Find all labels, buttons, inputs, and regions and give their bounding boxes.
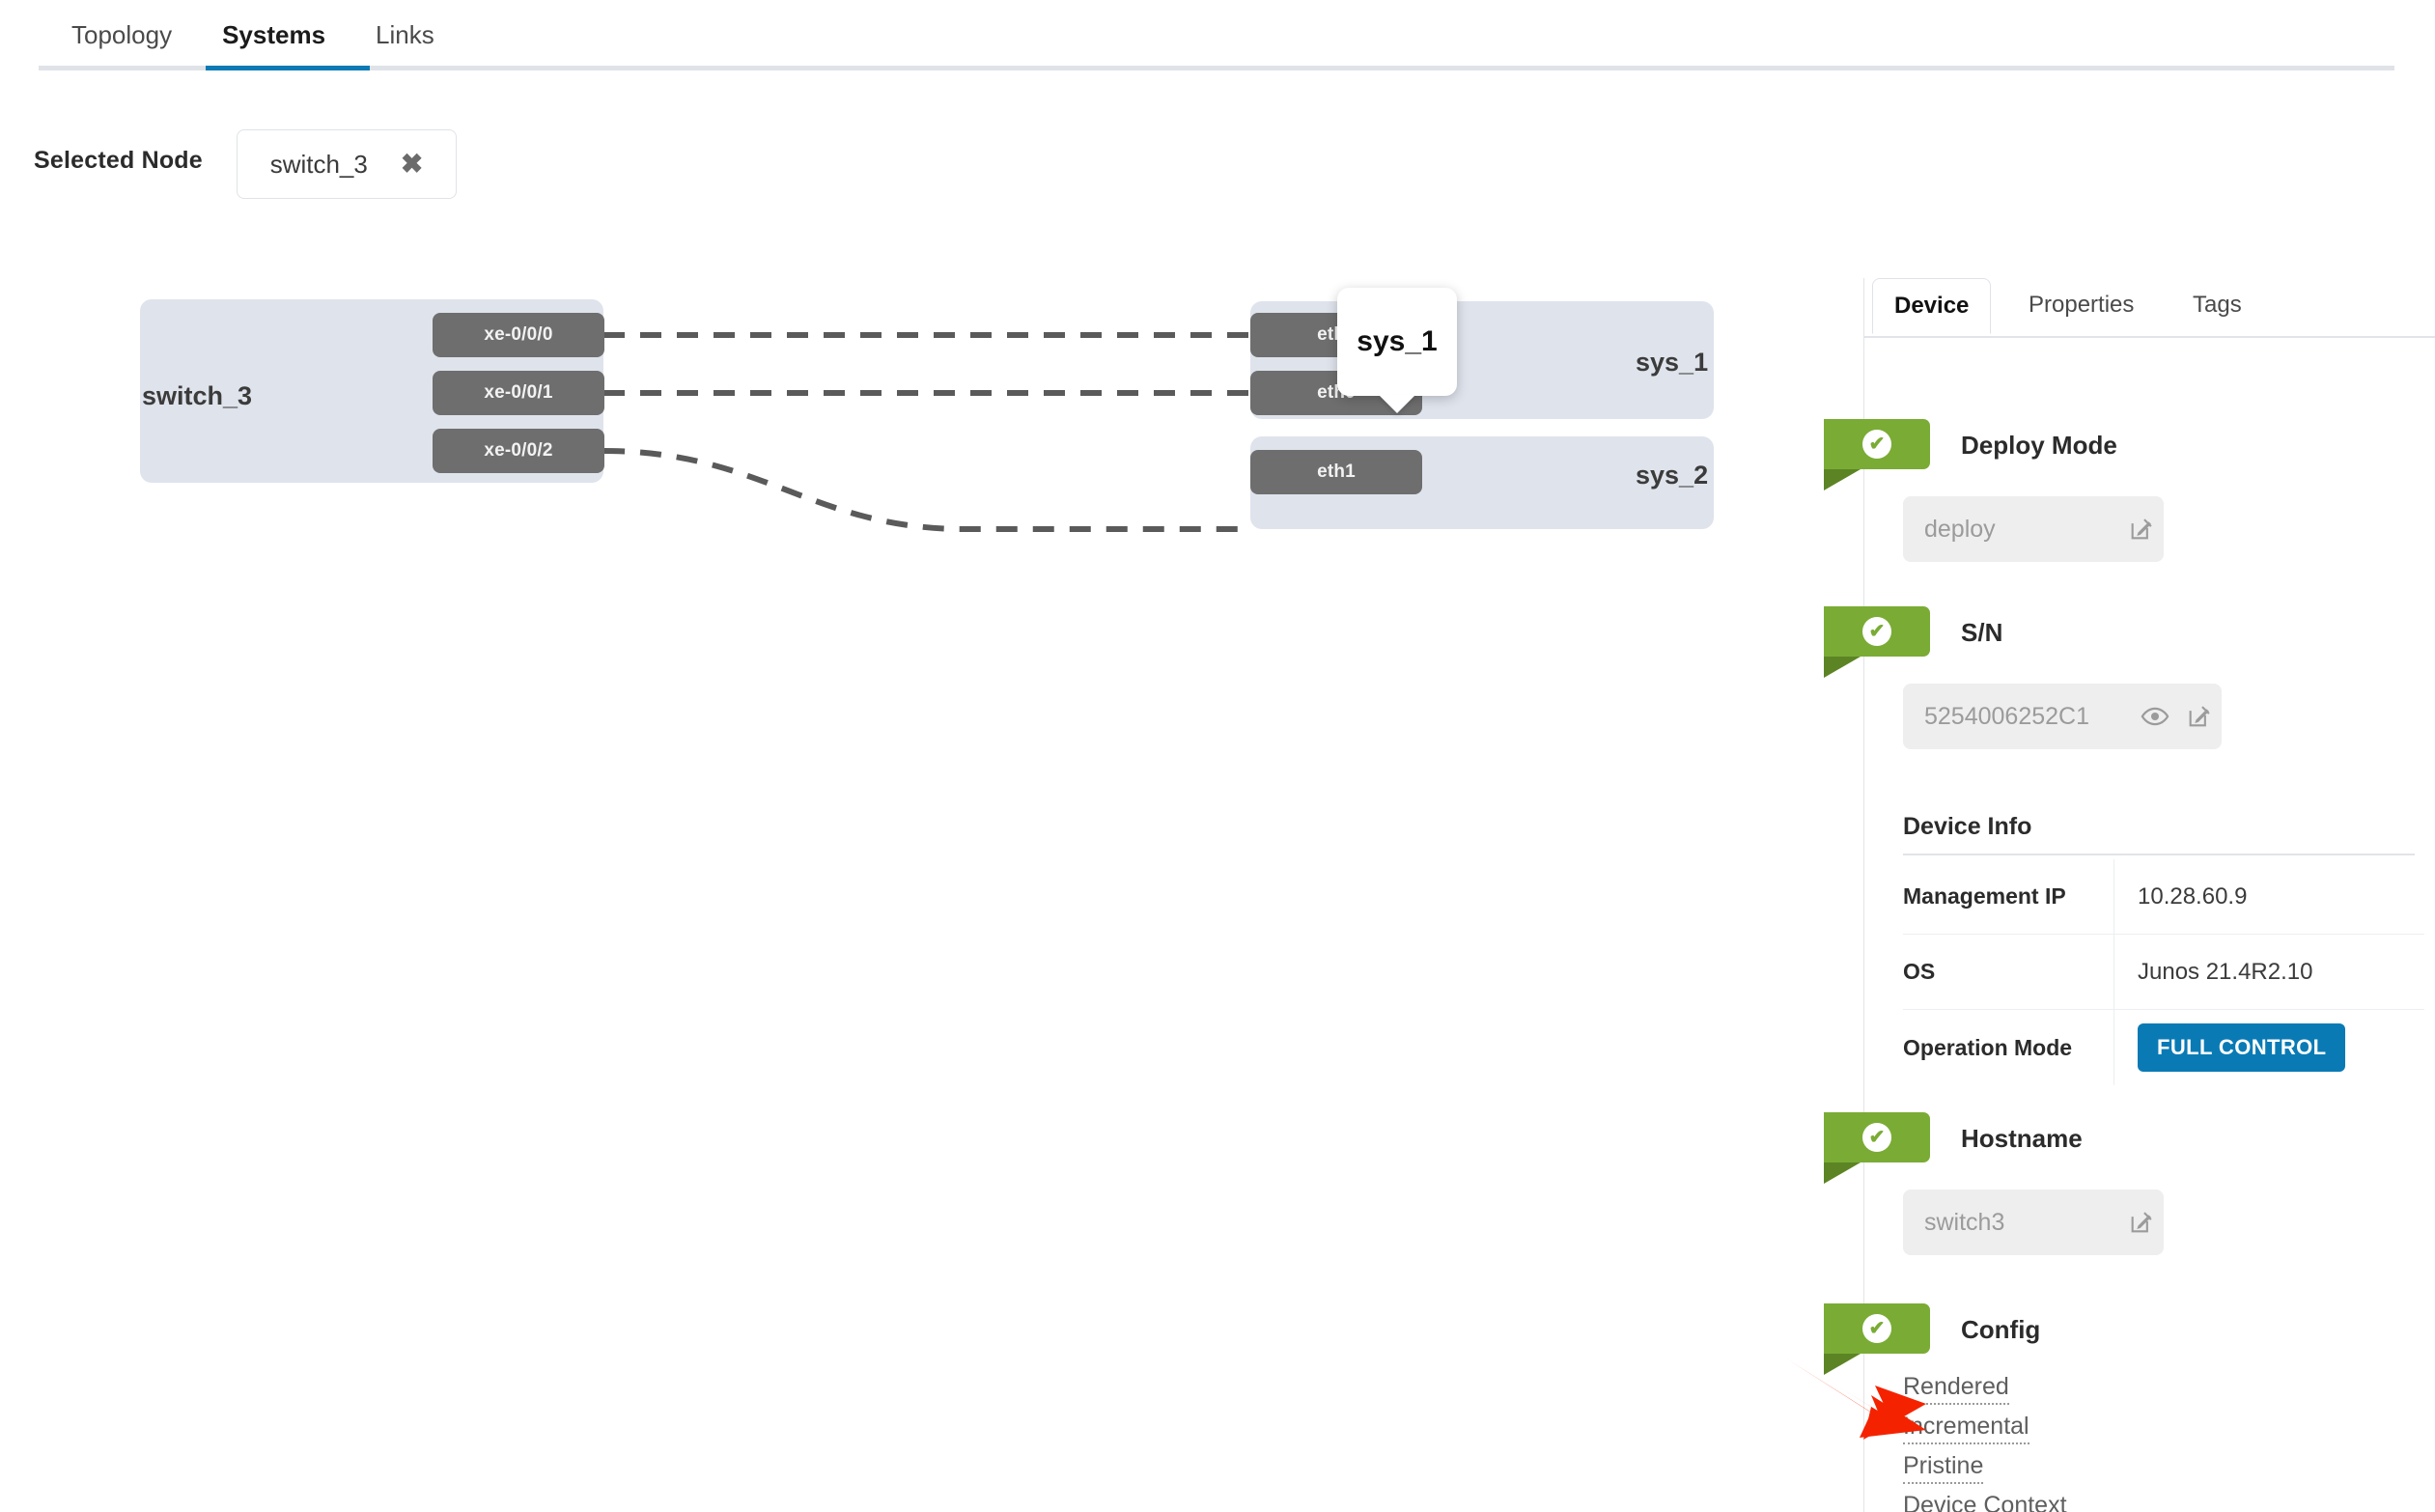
row-value-cell: FULL CONTROL — [2113, 1010, 2424, 1085]
table-row: Operation Mode FULL CONTROL — [1903, 1010, 2424, 1085]
device-panel-body: ✔ Deploy Mode deploy ✔ S/N 5254006252C1 — [1824, 338, 2435, 1512]
deploy-mode-title: Deploy Mode — [1961, 431, 2117, 460]
check-circle-icon: ✔ — [1862, 430, 1891, 459]
serial-title: S/N — [1961, 618, 2003, 647]
port-xe-0-0-0[interactable]: xe-0/0/0 — [433, 313, 604, 357]
row-value: 10.28.60.9 — [2113, 859, 2424, 934]
serial-status-badge: ✔ — [1824, 606, 1930, 678]
hostname-status-badge: ✔ — [1824, 1112, 1930, 1184]
node-sys-2-label: sys_2 — [1636, 461, 1709, 490]
node-tooltip: sys_1 — [1337, 288, 1457, 396]
port-xe-0-0-2[interactable]: xe-0/0/2 — [433, 429, 604, 473]
tab-topology[interactable]: Topology — [71, 20, 173, 49]
serial-value: 5254006252C1 — [1924, 702, 2089, 730]
device-info-table: Management IP 10.28.60.9 OS Junos 21.4R2… — [1903, 859, 2424, 1085]
tab-device[interactable]: Device — [1872, 278, 1992, 334]
tab-systems[interactable]: Systems — [222, 20, 326, 49]
node-switch-3-label: switch_3 — [142, 381, 253, 410]
top-tab-bar: Topology Systems Links — [0, 0, 2435, 77]
check-circle-icon: ✔ — [1862, 1123, 1891, 1152]
node-sys-1-label: sys_1 — [1636, 348, 1709, 377]
deploy-mode-value: deploy — [1924, 515, 1996, 543]
device-info-title: Device Info — [1903, 813, 2032, 840]
config-link-device-context[interactable]: Device Context — [1903, 1492, 2067, 1512]
config-links: Rendered Incremental Pristine Device Con… — [1903, 1373, 2067, 1512]
device-info-divider — [1903, 854, 2415, 855]
config-title: Config — [1961, 1315, 2041, 1344]
deploy-mode-status-badge: ✔ — [1824, 419, 1930, 490]
selected-node-value: switch_3 — [269, 149, 368, 179]
annotation-arrow-icon — [1786, 1357, 1926, 1440]
port-xe-0-0-1[interactable]: xe-0/0/1 — [433, 371, 604, 415]
tab-links[interactable]: Links — [376, 20, 434, 49]
hostname-title: Hostname — [1961, 1124, 2083, 1153]
config-link-incremental[interactable]: Incremental — [1903, 1413, 2029, 1444]
top-tabs: Topology Systems Links — [46, 0, 460, 70]
tab-tags[interactable]: Tags — [2193, 292, 2242, 318]
row-key: Management IP — [1903, 883, 2066, 909]
config-link-rendered[interactable]: Rendered — [1903, 1373, 2009, 1405]
topology-canvas: switch_3 xe-0/0/0 xe-0/0/1 xe-0/0/2 sys_… — [0, 232, 1863, 1506]
table-row: Management IP 10.28.60.9 — [1903, 859, 2424, 935]
active-tab-indicator — [206, 66, 370, 70]
hostname-field[interactable]: switch3 — [1903, 1190, 2164, 1255]
serial-field[interactable]: 5254006252C1 — [1903, 684, 2222, 749]
selected-node-label: Selected Node — [34, 147, 203, 174]
edit-icon[interactable] — [2119, 516, 2164, 543]
selected-node-chip[interactable]: switch_3 ✖ — [237, 129, 457, 199]
port-sys-2-eth1[interactable]: eth1 — [1250, 450, 1422, 494]
row-key: OS — [1903, 959, 1936, 984]
deploy-mode-field[interactable]: deploy — [1903, 496, 2164, 562]
edit-icon[interactable] — [2119, 1209, 2164, 1236]
table-row: OS Junos 21.4R2.10 — [1903, 935, 2424, 1010]
tab-properties[interactable]: Properties — [2029, 292, 2135, 318]
edit-icon[interactable] — [2177, 703, 2222, 730]
tab-bar-divider — [39, 66, 2394, 70]
row-value: Junos 21.4R2.10 — [2113, 935, 2424, 1009]
operation-mode-badge[interactable]: FULL CONTROL — [2138, 1023, 2346, 1072]
check-circle-icon: ✔ — [1862, 617, 1891, 646]
eye-icon[interactable] — [2133, 702, 2177, 731]
close-icon[interactable]: ✖ — [400, 149, 424, 179]
device-panel-tabs: Device Properties Tags — [1864, 278, 2435, 338]
config-link-pristine[interactable]: Pristine — [1903, 1452, 1984, 1484]
config-status-badge: ✔ — [1824, 1303, 1930, 1375]
row-key: Operation Mode — [1903, 1034, 2073, 1060]
hostname-value: switch3 — [1924, 1208, 2005, 1236]
device-panel-tabs-divider — [1864, 336, 2435, 338]
check-circle-icon: ✔ — [1862, 1314, 1891, 1343]
device-panel: Device Properties Tags ✔ Deploy Mode dep… — [1824, 278, 2435, 1512]
